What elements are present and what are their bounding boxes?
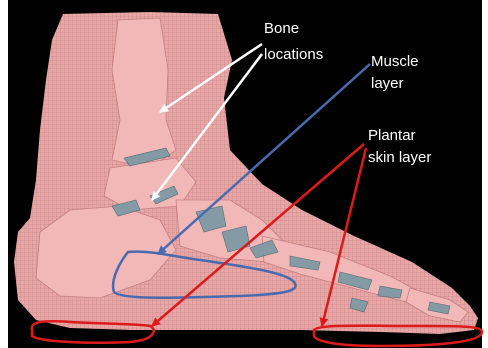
foot-fe-model-figure: Bone locations Muscle layer Plantar skin…: [0, 0, 488, 348]
